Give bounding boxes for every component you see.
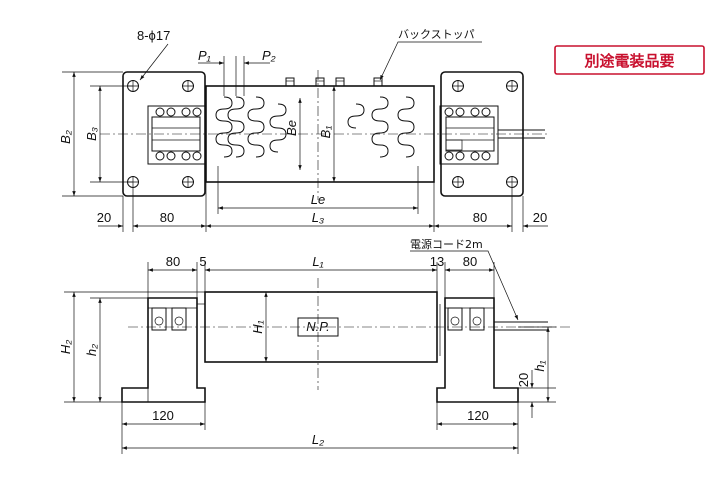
dim-right-outer: 20 [533, 210, 547, 225]
nameplate [297, 317, 339, 337]
nameplate-label: N.P. [306, 319, 330, 334]
dim-top-80-right: 80 [463, 254, 477, 269]
dim-left-inner: 80 [160, 210, 174, 225]
label-le: Le [311, 192, 325, 207]
label-b2: B₂ [58, 130, 73, 144]
dim-20: 20 [516, 373, 531, 387]
top-power-cord [498, 129, 545, 139]
label-l1: L₁ [312, 254, 323, 269]
right-bracket [436, 297, 519, 403]
label-p2: P₂ [262, 48, 276, 63]
right-flange-plate [440, 71, 524, 197]
front-view: N.P. 80 5 L₁ 13 80 電源コード2m H₂ h₂ H₁ [58, 237, 570, 454]
label-b1: B₁ [318, 126, 333, 139]
dim-right-inner: 80 [473, 210, 487, 225]
callout-stopper-leader [379, 41, 482, 81]
dim-top-5: 5 [199, 254, 206, 269]
dim-base-right: 120 [467, 408, 489, 423]
label-be: Be [284, 120, 299, 136]
label-l3: L₃ [312, 210, 324, 225]
left-bracket [121, 297, 206, 403]
notice-badge: 別途電装品要 [554, 45, 705, 75]
label-h1: H₁ [250, 320, 265, 334]
label-b3: B₃ [84, 127, 99, 141]
left-flange-plate [122, 71, 206, 197]
heater-coils [215, 96, 415, 158]
right-clamp-block [439, 105, 499, 165]
notice-badge-label: 別途電装品要 [583, 52, 674, 70]
callout-cord: 電源コード2m [410, 237, 483, 251]
label-h1-small: h₁ [532, 360, 547, 371]
dim-base-left: 120 [152, 408, 174, 423]
left-clamp-block [147, 105, 207, 165]
label-h2-small: h₂ [84, 344, 99, 356]
callout-holes-leader [139, 43, 169, 81]
top-view: 8-ϕ17 バックストッパ P₁ P₂ B₂ B₃ Be B₁ Le [58, 28, 550, 232]
dim-top-80-left: 80 [166, 254, 180, 269]
dim-left-outer: 20 [97, 210, 111, 225]
label-l2: L₂ [312, 432, 324, 447]
callout-holes: 8-ϕ17 [137, 28, 170, 43]
front-body [204, 291, 438, 363]
front-power-cord [494, 321, 548, 331]
label-p1: P₁ [198, 48, 211, 63]
callout-stopper: バックストッパ [398, 28, 475, 41]
top-terminal-bolts [285, 77, 383, 87]
callout-cord-leader [410, 250, 519, 321]
dim-top-13: 13 [430, 254, 444, 269]
label-h2: H₂ [58, 340, 73, 354]
